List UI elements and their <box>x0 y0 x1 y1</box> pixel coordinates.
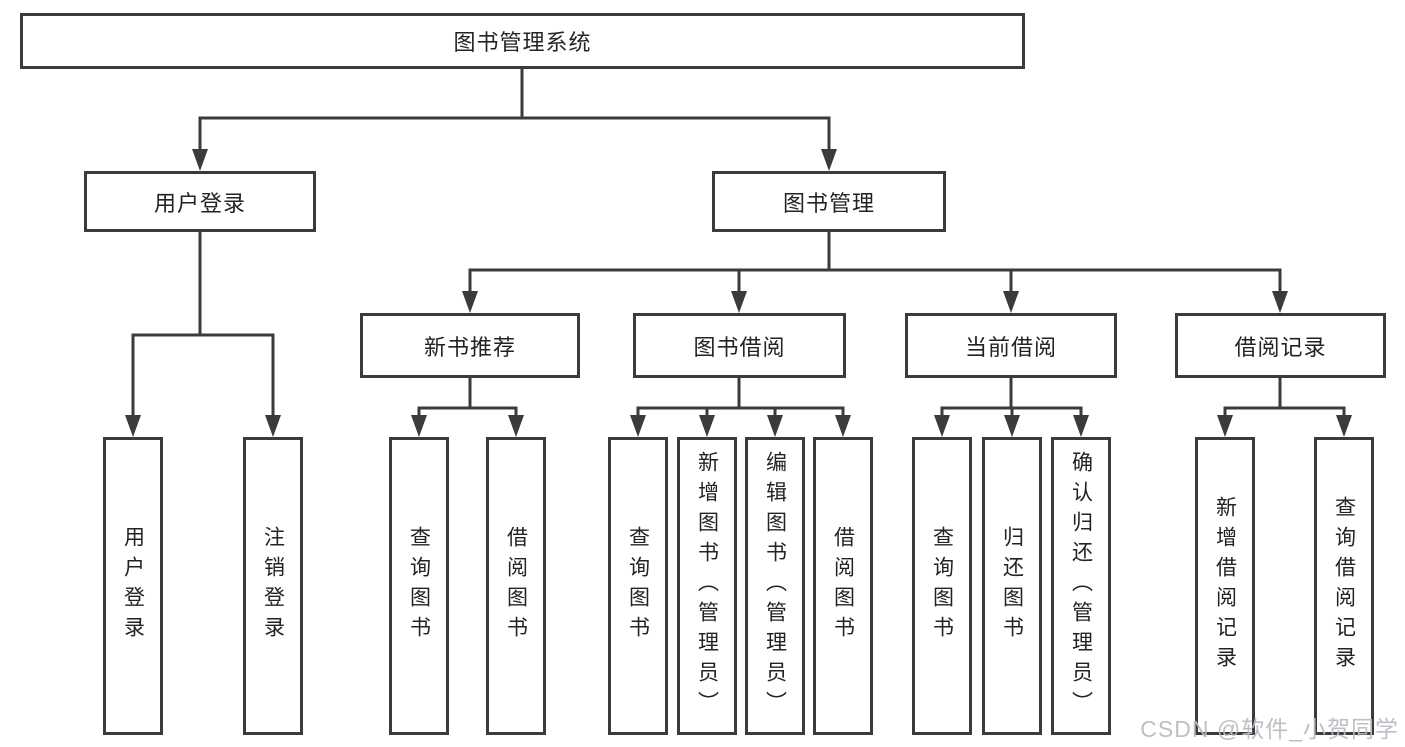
arrowhead <box>411 415 427 437</box>
node-borrow-record: 借阅记录 <box>1175 313 1386 378</box>
leaf-borrow-books-recommend: 借阅图书 <box>486 437 546 735</box>
node-library-management-system: 图书管理系统 <box>20 13 1025 69</box>
node-label: 注销登录 <box>261 526 285 646</box>
node-label: 借阅图书 <box>504 526 528 646</box>
leaf-logout: 注销登录 <box>243 437 303 735</box>
leaf-return-books: 归还图书 <box>982 437 1042 735</box>
node-label: 用户登录 <box>121 526 145 646</box>
leaf-query-borrow-record: 查询借阅记录 <box>1314 437 1374 735</box>
leaf-borrow-books: 借阅图书 <box>813 437 873 735</box>
node-label: 查询图书 <box>407 526 431 646</box>
edge-newbook-bracket <box>417 406 518 416</box>
node-label: 图书管理 <box>782 190 875 216</box>
leaf-edit-books-admin: 编辑图书（管理员） <box>745 437 805 735</box>
arrowhead <box>699 415 715 437</box>
node-book-management: 图书管理 <box>712 171 946 232</box>
edge-userlogin-bracket <box>131 333 275 416</box>
node-user-login: 用户登录 <box>84 171 316 232</box>
node-book-borrow: 图书借阅 <box>633 313 846 378</box>
node-new-book-recommend: 新书推荐 <box>360 313 580 378</box>
arrowhead <box>731 291 747 313</box>
arrowhead <box>1073 415 1089 437</box>
node-label: 确认归还（管理员） <box>1069 451 1093 721</box>
edge-borrow-bracket <box>636 406 845 416</box>
arrowhead <box>1336 415 1352 437</box>
leaf-query-books-recommend: 查询图书 <box>389 437 449 735</box>
edge-root-bracket <box>198 116 831 151</box>
arrowhead <box>1217 415 1233 437</box>
node-label: 查询图书 <box>626 526 650 646</box>
arrowhead <box>835 415 851 437</box>
node-label: 新增图书（管理员） <box>695 451 719 721</box>
node-label: 图书管理系统 <box>453 30 592 55</box>
node-label: 新书推荐 <box>423 334 516 360</box>
arrowhead <box>767 415 783 437</box>
leaf-confirm-return-admin: 确认归还（管理员） <box>1051 437 1111 735</box>
leaf-query-books-current: 查询图书 <box>912 437 972 735</box>
arrowhead <box>1272 291 1288 313</box>
arrowhead <box>192 149 208 171</box>
node-label: 当前借阅 <box>964 334 1057 360</box>
node-current-borrow: 当前借阅 <box>905 313 1117 378</box>
node-label: 查询图书 <box>930 526 954 646</box>
arrowhead <box>934 415 950 437</box>
node-label: 新增借阅记录 <box>1213 496 1237 676</box>
node-label: 借阅图书 <box>831 526 855 646</box>
node-label: 借阅记录 <box>1234 334 1327 360</box>
arrowhead <box>265 415 281 437</box>
node-label: 图书借阅 <box>693 334 786 360</box>
edge-bookmgmt-bracket <box>468 268 1282 292</box>
edge-record-bracket <box>1223 406 1346 416</box>
watermark: CSDN @软件_小贺同学 <box>1140 716 1399 742</box>
node-label: 用户登录 <box>153 190 246 216</box>
arrowhead <box>1003 291 1019 313</box>
arrowhead <box>508 415 524 437</box>
leaf-add-borrow-record: 新增借阅记录 <box>1195 437 1255 735</box>
node-label: 查询借阅记录 <box>1332 496 1356 676</box>
arrowhead <box>630 415 646 437</box>
node-label: 归还图书 <box>1000 526 1024 646</box>
arrowhead <box>1004 415 1020 437</box>
leaf-query-books-borrow: 查询图书 <box>608 437 668 735</box>
arrowhead <box>821 149 837 171</box>
arrowhead <box>125 415 141 437</box>
leaf-add-books-admin: 新增图书（管理员） <box>677 437 737 735</box>
leaf-user-login: 用户登录 <box>103 437 163 735</box>
arrowhead <box>462 291 478 313</box>
node-label: 编辑图书（管理员） <box>763 451 787 721</box>
